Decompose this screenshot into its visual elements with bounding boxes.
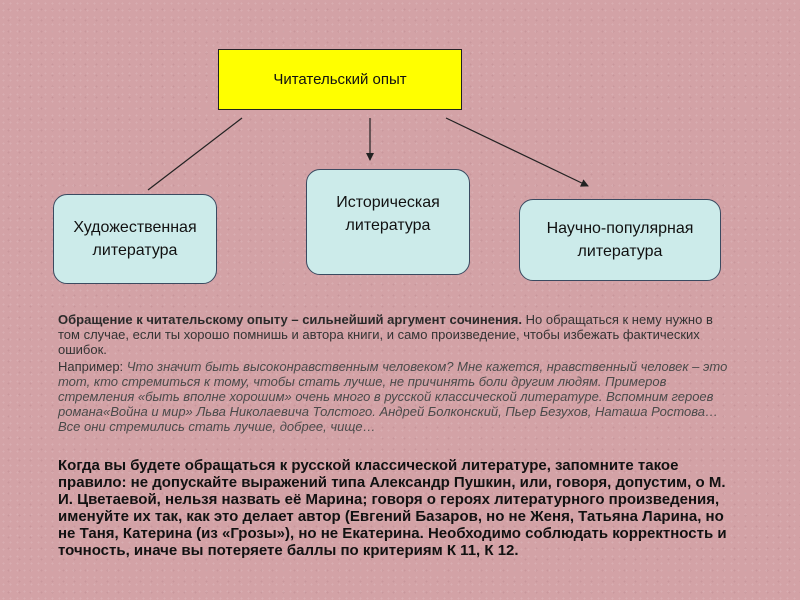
arrow-to-right [445, 117, 589, 187]
paragraph-2-lead: Например: [58, 359, 127, 374]
node-popular-science: Научно-популярная литература [519, 199, 721, 281]
arrow-to-left [147, 117, 243, 191]
root-node-label: Читательский опыт [273, 71, 407, 88]
node-fiction: Художественная литература [53, 194, 217, 284]
paragraph-rule: Когда вы будете обращаться к русской кла… [58, 457, 727, 559]
node-fiction-line2: литература [92, 242, 178, 259]
node-historical: Историческая литература [306, 169, 470, 275]
node-popular-science-line1: Научно-популярная [546, 220, 694, 237]
node-historical-line1: Историческая [336, 194, 440, 211]
root-node: Читательский опыт [218, 49, 462, 110]
paragraph-reader-experience: Обращение к читательскому опыту – сильне… [58, 312, 730, 357]
paragraph-2-italic: Что значит быть высоконравственным челов… [58, 359, 728, 434]
paragraph-example: Например: Что значит быть высоконравстве… [58, 359, 730, 434]
paragraph-1-bold: Обращение к читательскому опыту – сильне… [58, 312, 522, 327]
node-historical-line2: литература [345, 217, 431, 234]
node-popular-science-line2: литература [577, 243, 663, 260]
node-fiction-line1: Художественная [73, 219, 197, 236]
paragraph-1-rest: Но обращаться к нему нужно в том случае,… [58, 312, 713, 357]
